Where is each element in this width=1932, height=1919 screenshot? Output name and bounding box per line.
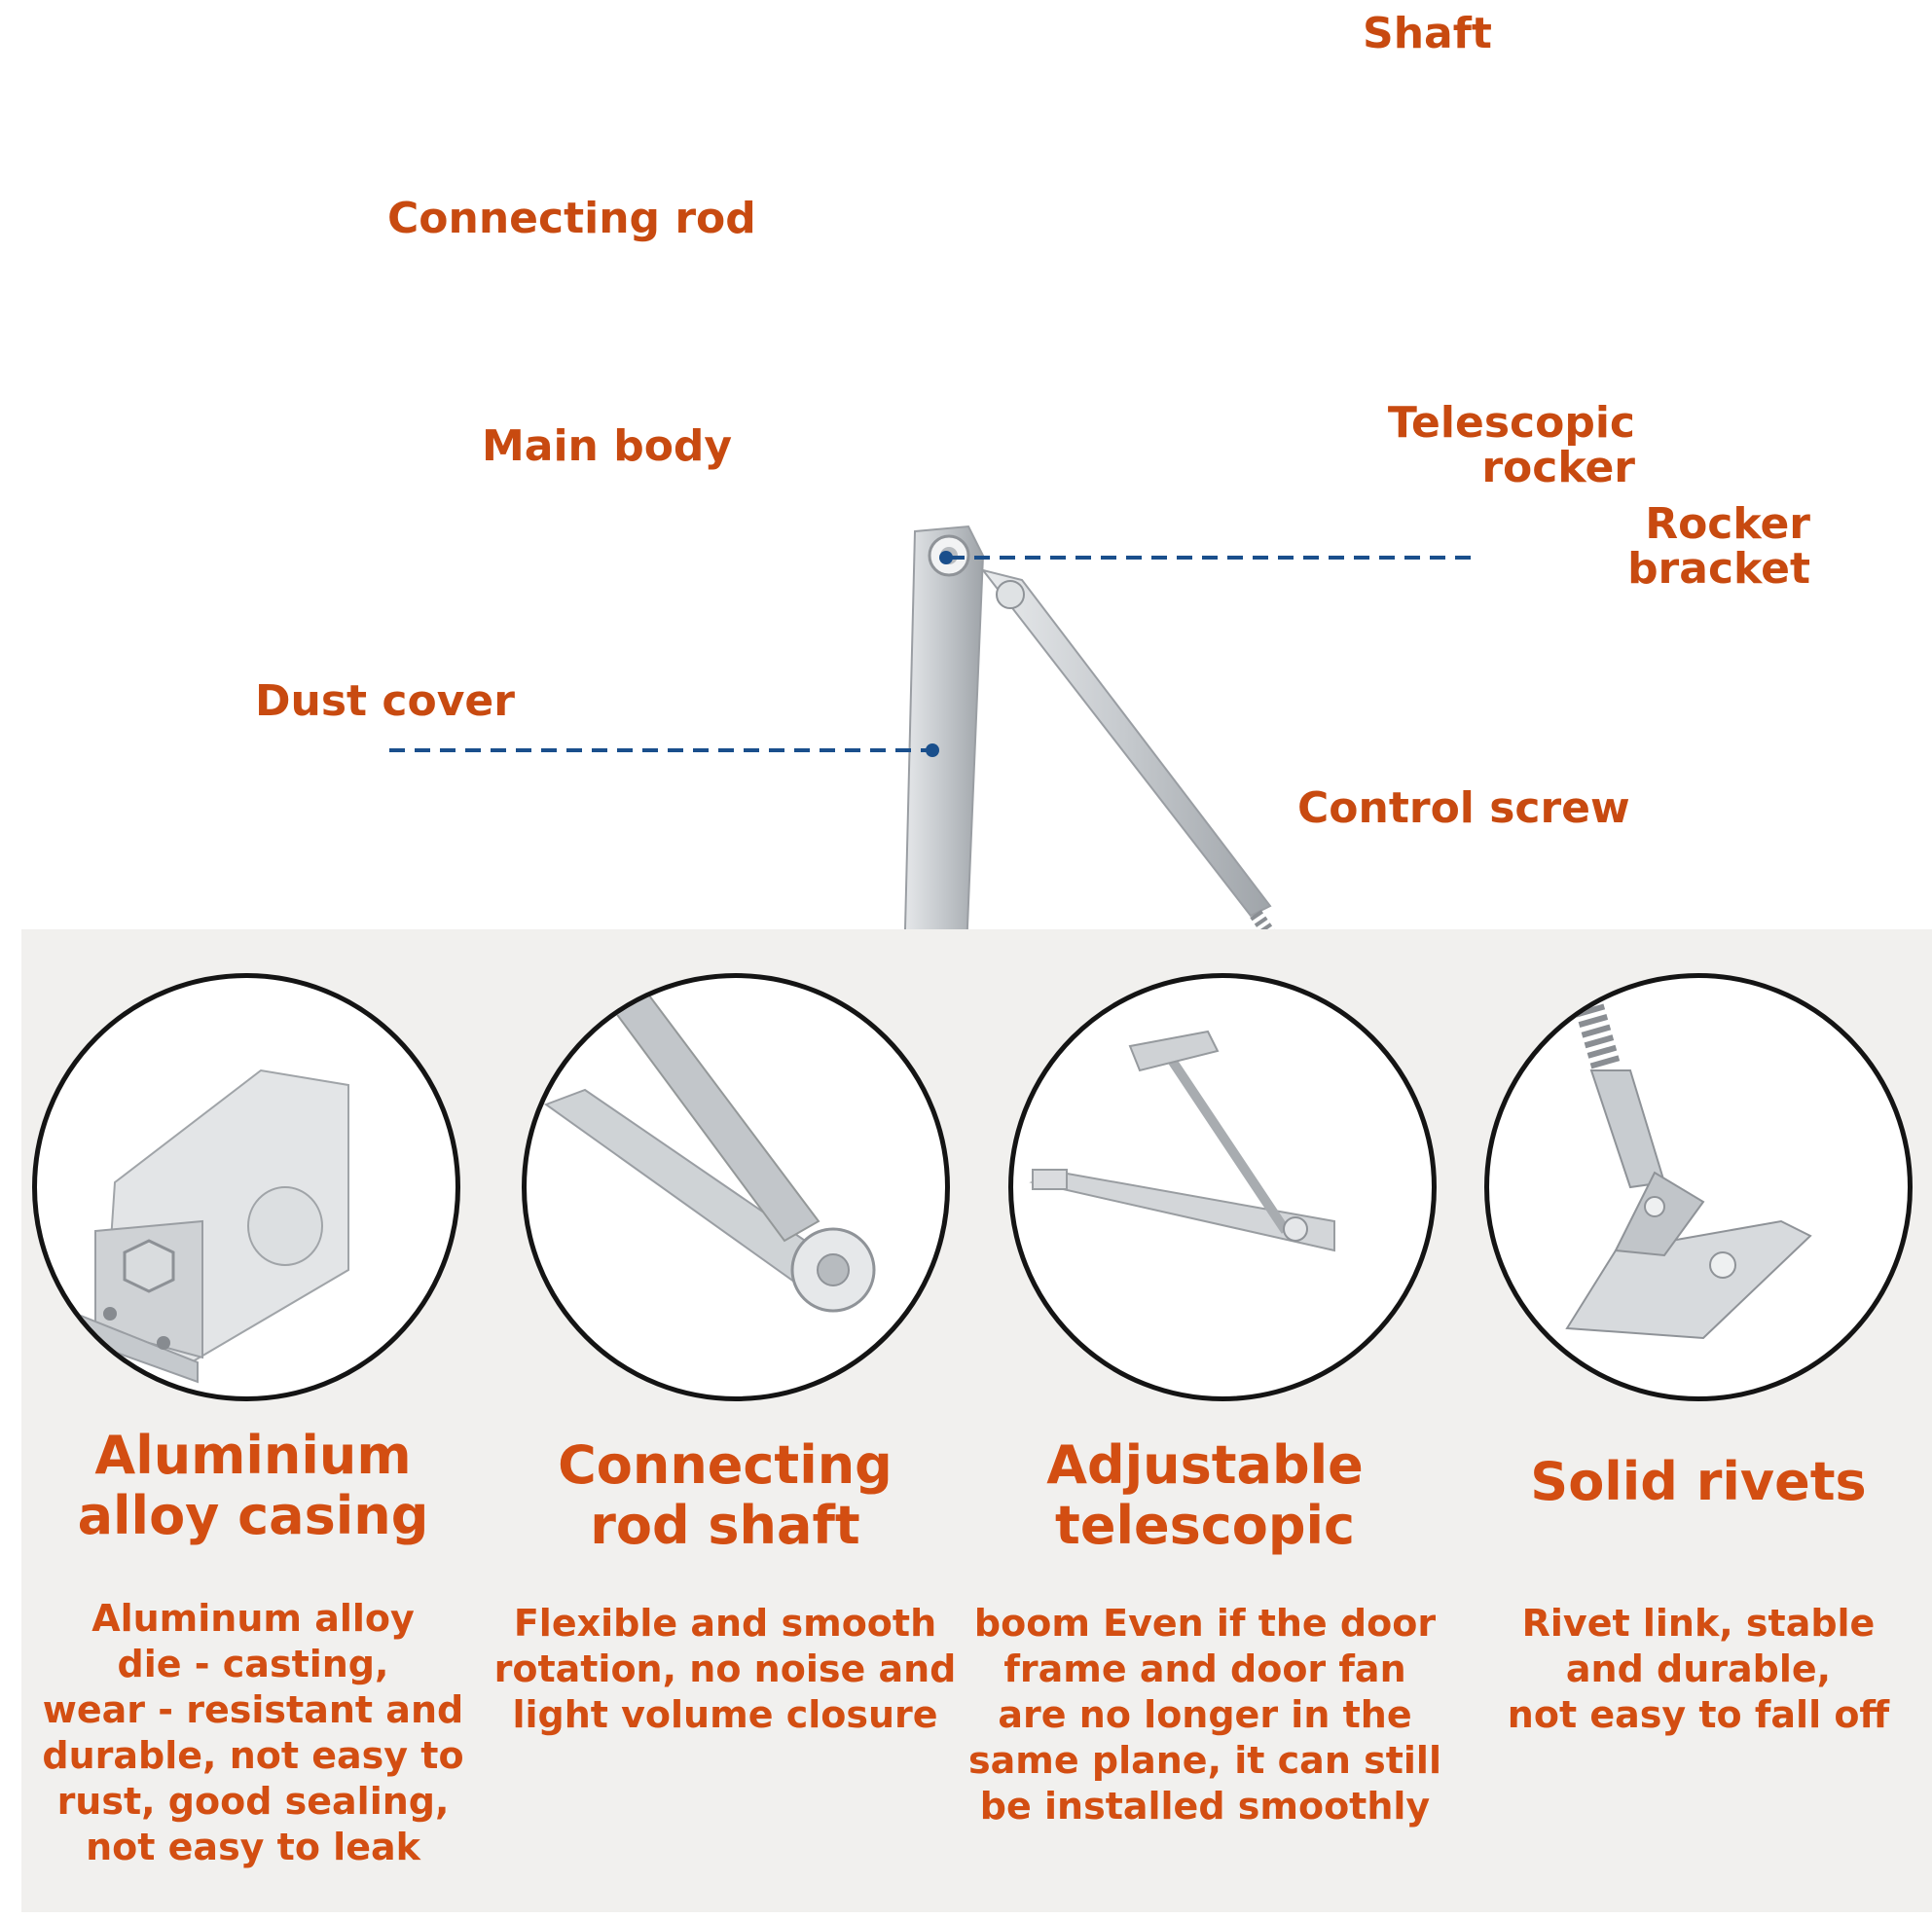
label-rocker-bracket-line1: Rocker [1645, 499, 1810, 549]
feature-title-telescopic-line2: telescopic [1055, 1495, 1355, 1556]
desc-line: frame and door fan [1003, 1647, 1406, 1690]
feature-title-rivets-line1: Solid rivets [1530, 1451, 1867, 1512]
telescopic-boom-image [1008, 973, 1437, 1401]
desc-line: Aluminum alloy [91, 1597, 415, 1640]
feature-title-rivets: Solid rivets [1445, 1452, 1932, 1512]
label-rocker-bracket: Rocker bracket [1518, 502, 1810, 592]
desc-line: same plane, it can still [968, 1739, 1441, 1782]
feature-title-rod-shaft: Connecting rod shaft [472, 1435, 978, 1556]
desc-line: boom Even if the door [973, 1602, 1437, 1645]
feature-title-telescopic-line1: Adjustable [1046, 1434, 1364, 1496]
label-rocker-bracket-line2: bracket [1627, 544, 1810, 594]
rivets-closeup-image [1484, 973, 1913, 1401]
desc-line: light volume closure [512, 1693, 938, 1736]
label-shaft: Shaft [1363, 9, 1492, 58]
label-telescopic-rocker: Telescopic rocker [1343, 401, 1635, 490]
feature-title-casing: Aluminium alloy casing [0, 1426, 506, 1546]
feature-desc-casing: Aluminum alloy die - casting, wear - res… [0, 1596, 506, 1870]
desc-line: Rivet link, stable [1521, 1602, 1876, 1645]
feature-desc-rod-shaft: Flexible and smooth rotation, no noise a… [472, 1601, 978, 1738]
desc-line: be installed smoothly [979, 1785, 1431, 1828]
desc-line: die - casting, [117, 1643, 389, 1685]
label-dust-cover: Dust cover [255, 676, 515, 726]
feature-title-casing-line1: Aluminium [94, 1425, 412, 1486]
desc-line: are no longer in the [998, 1693, 1412, 1736]
desc-line: not easy to leak [86, 1826, 420, 1868]
label-telescopic-rocker-line1: Telescopic [1387, 398, 1635, 448]
desc-line: Flexible and smooth [513, 1602, 937, 1645]
label-connecting-rod: Connecting rod [387, 194, 756, 243]
rod-shaft-closeup-image [522, 973, 950, 1401]
label-telescopic-rocker-line2: rocker [1481, 443, 1635, 492]
feature-title-rod-shaft-line1: Connecting [558, 1434, 893, 1496]
feature-title-rod-shaft-line2: rod shaft [590, 1495, 860, 1556]
feature-title-casing-line2: alloy casing [77, 1485, 429, 1546]
desc-line: rotation, no noise and [493, 1647, 957, 1690]
casing-closeup-image [32, 973, 460, 1401]
desc-line: not easy to fall off [1507, 1693, 1890, 1736]
desc-line: wear - resistant and [42, 1688, 464, 1731]
desc-line: durable, not easy to [42, 1734, 464, 1777]
label-main-body: Main body [482, 421, 733, 471]
label-control-screw: Control screw [1297, 783, 1630, 833]
feature-desc-rivets: Rivet link, stable and durable, not easy… [1445, 1601, 1932, 1738]
feature-desc-telescopic: boom Even if the door frame and door fan… [952, 1601, 1458, 1829]
desc-line: rust, good sealing, [56, 1780, 450, 1823]
desc-line: and durable, [1565, 1647, 1832, 1690]
feature-title-telescopic: Adjustable telescopic [952, 1435, 1458, 1556]
